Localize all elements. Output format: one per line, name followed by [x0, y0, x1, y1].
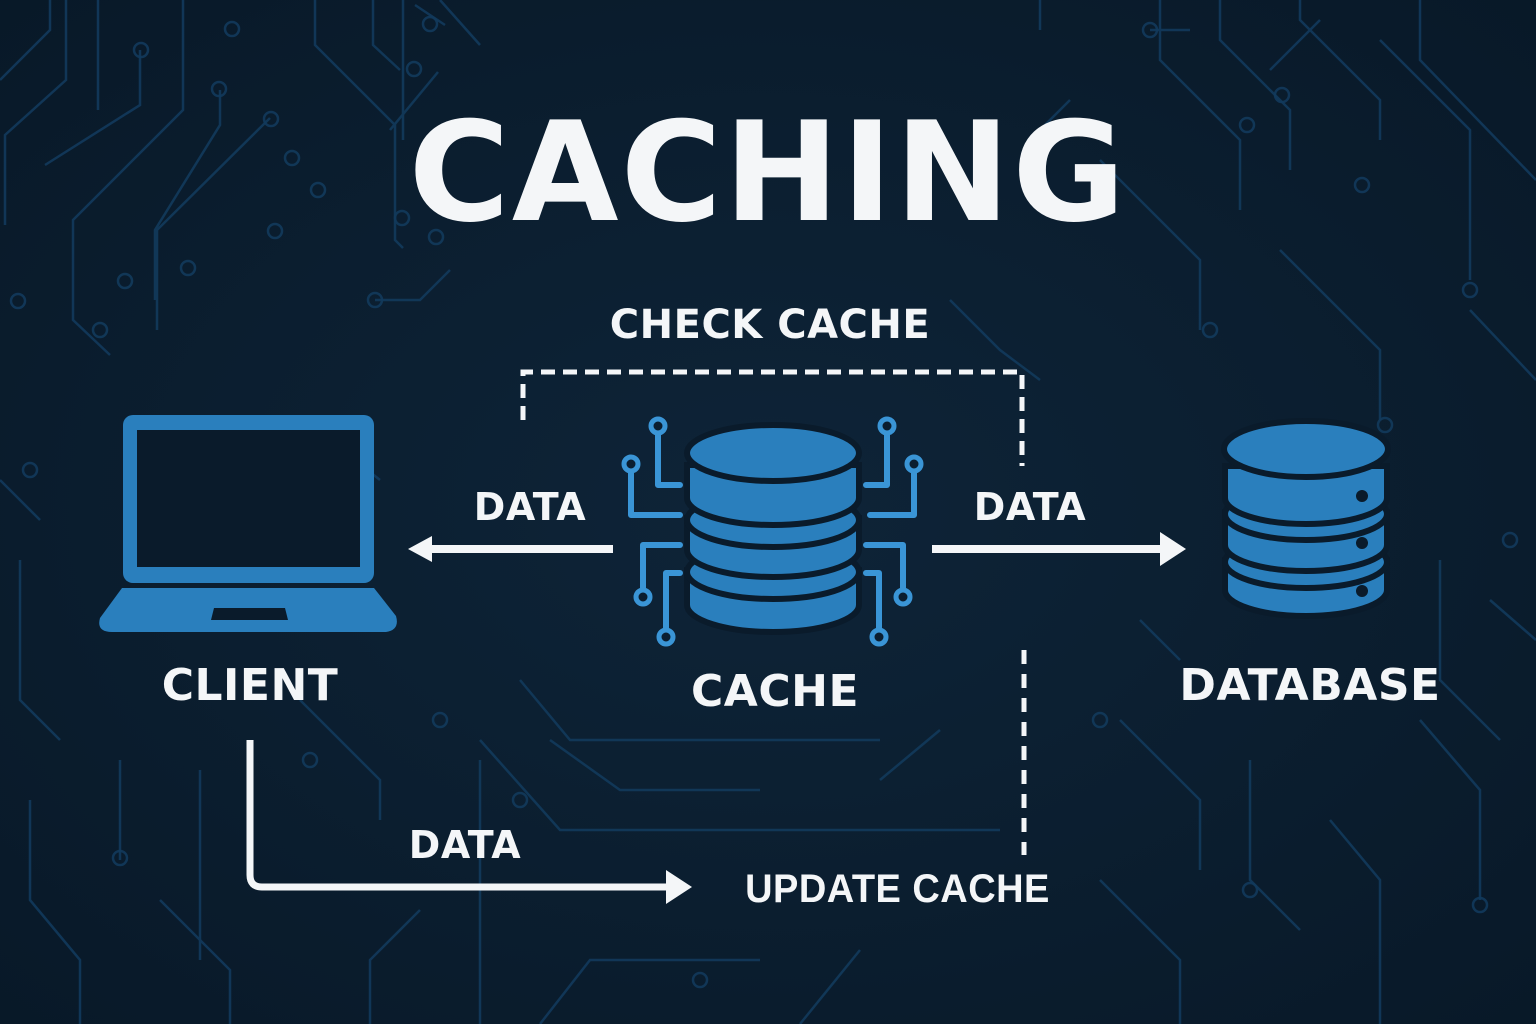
cache-label: CACHE: [690, 666, 859, 717]
data-label-right: DATA: [973, 485, 1087, 529]
diagram-title: CACHING: [408, 92, 1128, 253]
database-label: DATABASE: [1179, 660, 1441, 711]
arrow-cache-to-client: [408, 536, 613, 562]
circuit-background-pads: [9, 15, 1519, 989]
database-icon: [1221, 418, 1391, 619]
status-led-icon: [1356, 585, 1368, 597]
database-circuit-icon: [621, 416, 924, 647]
client-label: CLIENT: [161, 660, 339, 711]
update-cache-label: UPDATE CACHE: [745, 867, 1050, 911]
status-led-icon: [1356, 537, 1368, 549]
arrow-client-to-update: [246, 740, 692, 904]
arrow-cache-to-database: [932, 532, 1186, 566]
data-label-left: DATA: [473, 485, 587, 529]
dashed-check-cache-path: [520, 369, 1025, 466]
laptop-icon: [99, 415, 397, 632]
status-led-icon: [1356, 490, 1368, 502]
check-cache-label: CHECK CACHE: [609, 302, 931, 348]
data-label-bottom: DATA: [408, 823, 522, 867]
